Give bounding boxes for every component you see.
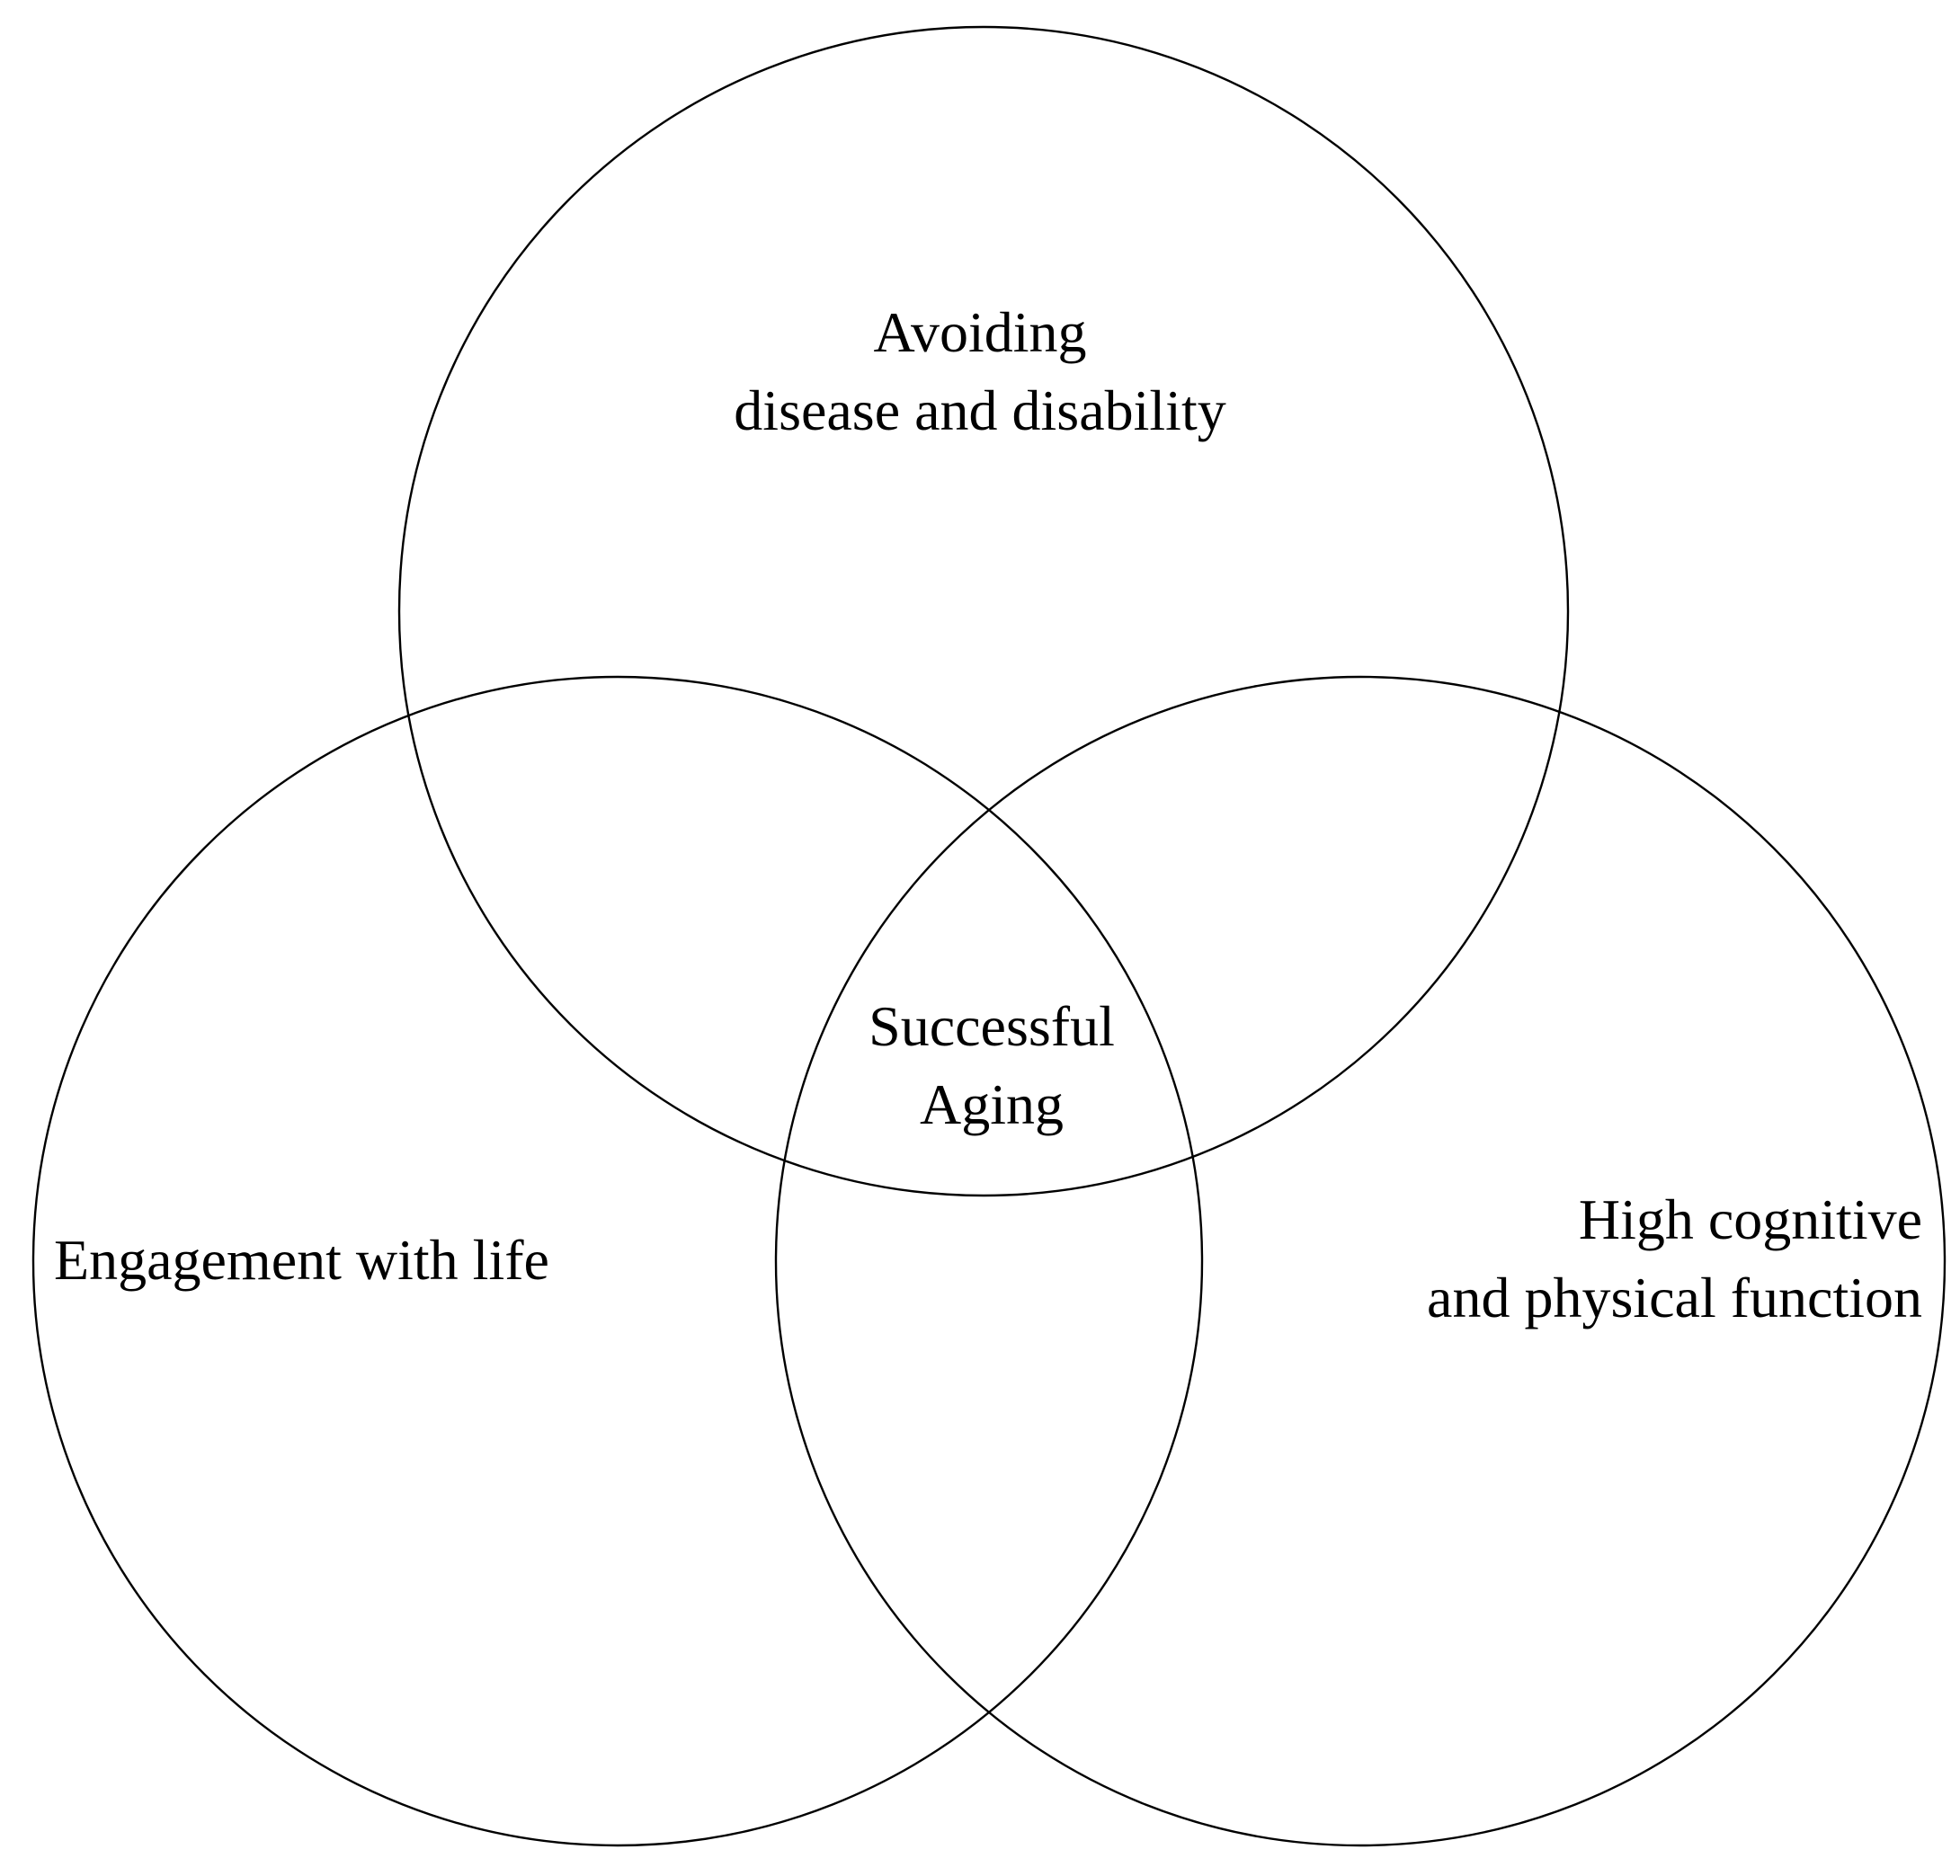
label-successful-aging: Successful — [869, 994, 1115, 1058]
circle-cognitive-physical-function — [774, 675, 1947, 1847]
circle-avoiding-disease — [397, 25, 1570, 1197]
label-successful-aging-line2: Aging — [920, 1072, 1064, 1136]
label-avoiding-disease-line2: disease and disability — [734, 378, 1225, 442]
label-cognitive-function-line2: and physical function — [1427, 1266, 1922, 1329]
label-engagement-with-life: Engagement with life — [54, 1228, 549, 1292]
label-cognitive-function: High cognitive — [1579, 1187, 1922, 1251]
circle-engagement-with-life — [31, 675, 1204, 1847]
label-avoiding-disease: Avoiding — [873, 300, 1086, 364]
